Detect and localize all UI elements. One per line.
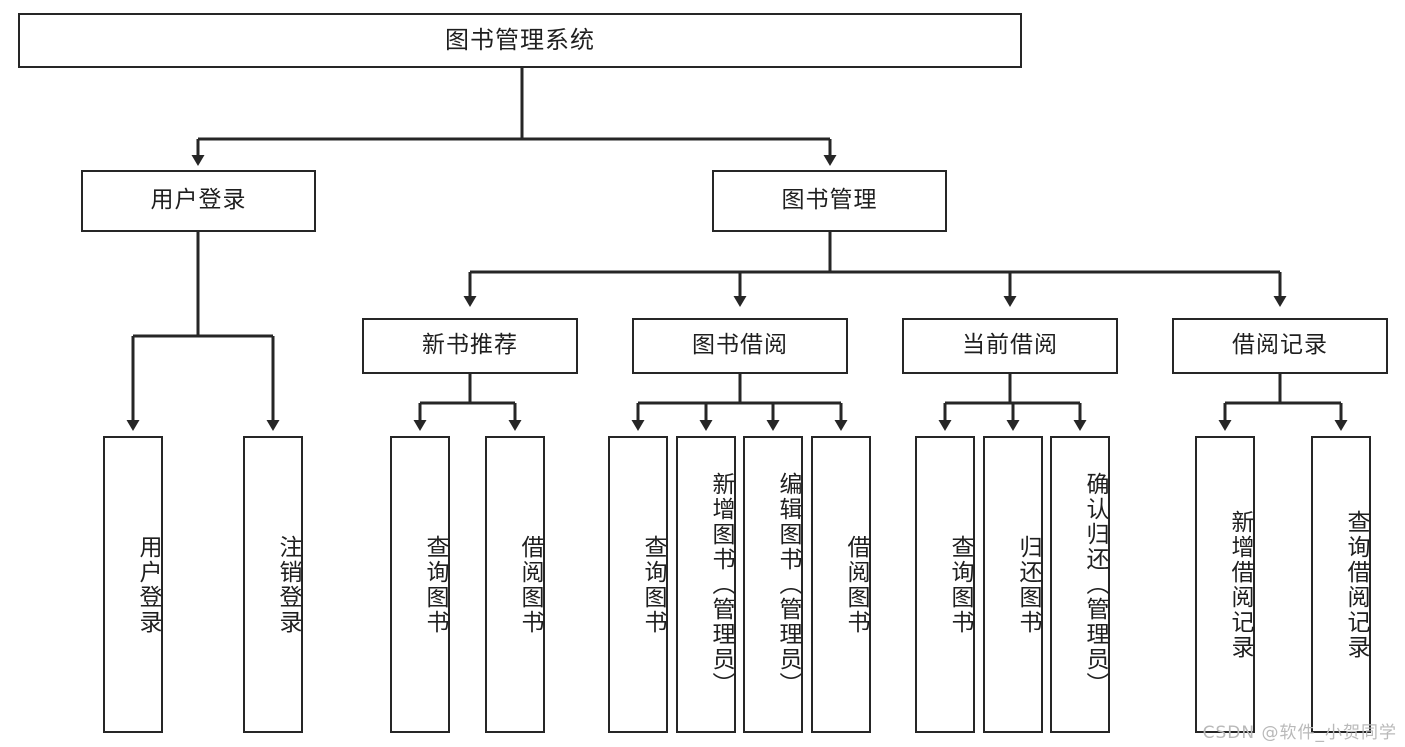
leaf-query-borrow-record-label: 查询借阅记录 — [1343, 509, 1369, 660]
leaf-return-book[interactable]: 归还图书 — [983, 436, 1043, 733]
leaf-borrow-book-2[interactable]: 借阅图书 — [811, 436, 871, 733]
leaf-logout-login-label: 注销登录 — [275, 534, 301, 635]
leaf-query-book-2[interactable]: 查询图书 — [608, 436, 668, 733]
node-book-borrow[interactable]: 图书借阅 — [632, 318, 848, 374]
leaf-borrow-book-2-label: 借阅图书 — [843, 534, 869, 635]
leaf-user-login-label: 用户登录 — [135, 534, 161, 635]
node-book-manage[interactable]: 图书管理 — [712, 170, 947, 232]
leaf-query-borrow-record[interactable]: 查询借阅记录 — [1311, 436, 1371, 733]
node-borrow-record[interactable]: 借阅记录 — [1172, 318, 1388, 374]
leaf-query-book-3[interactable]: 查询图书 — [915, 436, 975, 733]
leaf-query-book-2-label: 查询图书 — [640, 534, 666, 635]
leaf-logout-login[interactable]: 注销登录 — [243, 436, 303, 733]
leaf-add-borrow-record-label: 新增借阅记录 — [1227, 509, 1253, 660]
leaf-confirm-return-admin[interactable]: 确认归还（管理员） — [1050, 436, 1110, 733]
leaf-edit-book-admin-label: 编辑图书（管理员） — [775, 472, 801, 697]
node-new-book-recommend[interactable]: 新书推荐 — [362, 318, 578, 374]
leaf-edit-book-admin[interactable]: 编辑图书（管理员） — [743, 436, 803, 733]
leaf-query-book-1[interactable]: 查询图书 — [390, 436, 450, 733]
leaf-borrow-book-1[interactable]: 借阅图书 — [485, 436, 545, 733]
leaf-borrow-book-1-label: 借阅图书 — [517, 534, 543, 635]
leaf-return-book-label: 归还图书 — [1015, 534, 1041, 635]
leaf-add-book-admin[interactable]: 新增图书（管理员） — [676, 436, 736, 733]
node-current-borrow[interactable]: 当前借阅 — [902, 318, 1118, 374]
leaf-user-login[interactable]: 用户登录 — [103, 436, 163, 733]
leaf-add-book-admin-label: 新增图书（管理员） — [708, 472, 734, 697]
leaf-query-book-3-label: 查询图书 — [947, 534, 973, 635]
leaf-confirm-return-admin-label: 确认归还（管理员） — [1082, 472, 1108, 697]
node-user-login[interactable]: 用户登录 — [81, 170, 316, 232]
leaf-add-borrow-record[interactable]: 新增借阅记录 — [1195, 436, 1255, 733]
leaf-query-book-1-label: 查询图书 — [422, 534, 448, 635]
node-root-book-management-system[interactable]: 图书管理系统 — [18, 13, 1022, 68]
